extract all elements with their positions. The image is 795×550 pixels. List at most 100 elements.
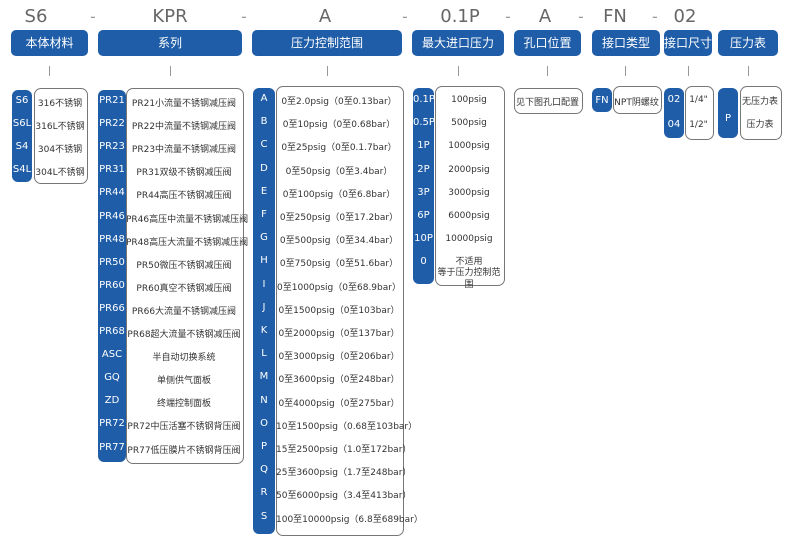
- pressure-code-1: B: [260, 116, 268, 128]
- material-code-0: S6: [15, 95, 29, 106]
- series-code-column: [98, 90, 126, 462]
- pressure-desc-3: 0至50psig（0至3.4bar）: [285, 166, 393, 177]
- pressure-desc-5: 0至250psig（0至17.2bar）: [279, 213, 399, 223]
- inlet-desc-2: 1000psig: [448, 141, 490, 152]
- separator-dash-1: -: [241, 7, 247, 26]
- pressure-desc-4: 0至100psig（0至6.8bar）: [282, 189, 396, 200]
- series-code-9: PR66: [99, 302, 125, 314]
- gauge-desc-0: 无压力表: [741, 97, 778, 107]
- material-code-column: [12, 90, 32, 182]
- size-code-1: 04: [667, 119, 681, 130]
- pressure-desc-2: 0至25psig（0至0.1.7bar）: [281, 143, 397, 154]
- inlet-code-7: 0: [420, 256, 427, 268]
- code-segment-6: 02: [673, 6, 697, 27]
- code-segment-1: KPR: [152, 6, 188, 27]
- separator-dash-4: -: [578, 7, 584, 26]
- series-code-5: PR46: [99, 210, 125, 222]
- pressure-desc-8: 0至1000psig（0至68.9bar）: [277, 282, 401, 293]
- connection-desc: NPT阴螺纹: [614, 98, 659, 108]
- tick-2: [327, 66, 328, 76]
- pressure-desc-9: 0至1500psig（0至103bar）: [278, 305, 400, 316]
- inlet-desc-0: 100psig: [451, 95, 487, 105]
- size-desc-0: 1/4": [689, 95, 708, 105]
- pressure-code-17: R: [260, 487, 268, 499]
- header-6: 接口尺寸: [664, 30, 712, 56]
- gauge-desc-1: 压力表: [746, 120, 774, 130]
- series-code-15: PR77: [99, 441, 125, 453]
- header-4: 孔口位置: [514, 30, 581, 56]
- pressure-code-18: S: [260, 510, 268, 522]
- tick-1: [170, 66, 171, 76]
- header-5: 接口类型: [592, 30, 660, 56]
- pressure-code-13: N: [260, 394, 268, 406]
- inlet-code-0: 0.1P: [413, 94, 435, 105]
- pressure-code-16: Q: [260, 464, 268, 476]
- inlet-code-4: 3P: [417, 186, 430, 198]
- series-desc-box: [126, 88, 244, 464]
- inlet-desc-1: 500psig: [451, 118, 487, 129]
- series-code-10: PR68: [99, 326, 125, 337]
- separator-dash-2: -: [402, 7, 408, 26]
- inlet-desc-box: [435, 86, 505, 286]
- series-code-2: PR23: [99, 141, 125, 153]
- pressure-code-10: K: [260, 325, 268, 336]
- material-code-1: S6L: [12, 118, 32, 129]
- inlet-code-column: [413, 88, 434, 284]
- tick-0: [49, 66, 50, 76]
- pressure-code-2: C: [260, 139, 268, 151]
- series-code-11: ASC: [101, 349, 123, 361]
- header-0: 本体材料: [11, 30, 88, 56]
- code-segment-3: 0.1P: [440, 6, 480, 27]
- pressure-code-4: E: [260, 185, 268, 197]
- separator-dash-0: -: [90, 7, 96, 26]
- code-segment-2: A: [318, 6, 332, 27]
- series-desc-0: PR21小流量不锈钢减压阀: [131, 99, 237, 109]
- size-desc-1: 1/2": [689, 120, 708, 130]
- inlet-code-1: 0.5P: [413, 117, 435, 129]
- header-2: 压力控制范围: [252, 30, 402, 56]
- series-code-13: ZD: [104, 395, 120, 407]
- code-segment-0: S6: [24, 6, 48, 27]
- inlet-desc-6: 10000psig: [445, 234, 493, 245]
- inlet-desc-last-2: 等于压力控制范围: [437, 268, 501, 290]
- pressure-code-12: M: [259, 371, 269, 383]
- pressure-code-8: I: [262, 278, 266, 290]
- material-desc-box: [34, 88, 88, 184]
- inlet-desc-last-1: 不适用: [455, 257, 483, 267]
- pressure-desc-18: 100至10000psig（6.8至689bar）: [276, 514, 423, 525]
- size-code-column: [664, 88, 684, 138]
- pressure-code-6: G: [260, 232, 268, 244]
- pressure-desc-7: 0至750psig（0至51.6bar）: [279, 259, 399, 270]
- pressure-desc-0: 0至2.0psig（0至0.13bar）: [281, 97, 397, 107]
- material-desc-0: 316不锈钢: [37, 99, 83, 109]
- connection-code: FN: [595, 95, 609, 106]
- series-desc-13: 终端控制面板: [156, 399, 211, 410]
- pressure-desc-1: 0至10psig（0至0.68bar）: [282, 120, 396, 131]
- inlet-desc-4: 3000psig: [448, 187, 490, 198]
- series-code-4: PR44: [99, 187, 125, 199]
- pressure-code-5: F: [261, 209, 267, 220]
- port-desc: 见下图孔口配置: [515, 98, 579, 108]
- separator-dash-5: -: [652, 7, 658, 26]
- header-1: 系列: [98, 30, 242, 56]
- gauge-code: P: [724, 113, 732, 124]
- material-desc-2: 304不锈钢: [37, 145, 83, 155]
- tick-5: [625, 66, 626, 76]
- series-code-14: PR72: [99, 418, 125, 430]
- series-code-1: PR22: [99, 118, 125, 130]
- inlet-desc-3: 2000psig: [448, 164, 490, 175]
- inlet-code-6: 10P: [414, 233, 433, 245]
- pressure-code-0: A: [260, 93, 268, 104]
- separator-dash-3: -: [505, 7, 511, 26]
- header-3: 最大进口压力: [412, 30, 504, 56]
- inlet-code-3: 2P: [417, 163, 430, 175]
- pressure-code-14: O: [260, 417, 268, 429]
- series-desc-6: PR48高压大流量不锈钢减压阀: [126, 237, 249, 248]
- series-desc-2: PR23中流量不锈钢减压阀: [131, 145, 237, 156]
- inlet-desc-5: 6000psig: [448, 211, 490, 221]
- pressure-code-7: H: [260, 255, 268, 267]
- series-code-6: PR48: [99, 233, 125, 245]
- series-code-8: PR60: [99, 279, 125, 291]
- series-desc-10: PR68超大流量不锈钢减压阀: [127, 330, 241, 340]
- code-segment-4: A: [538, 6, 552, 27]
